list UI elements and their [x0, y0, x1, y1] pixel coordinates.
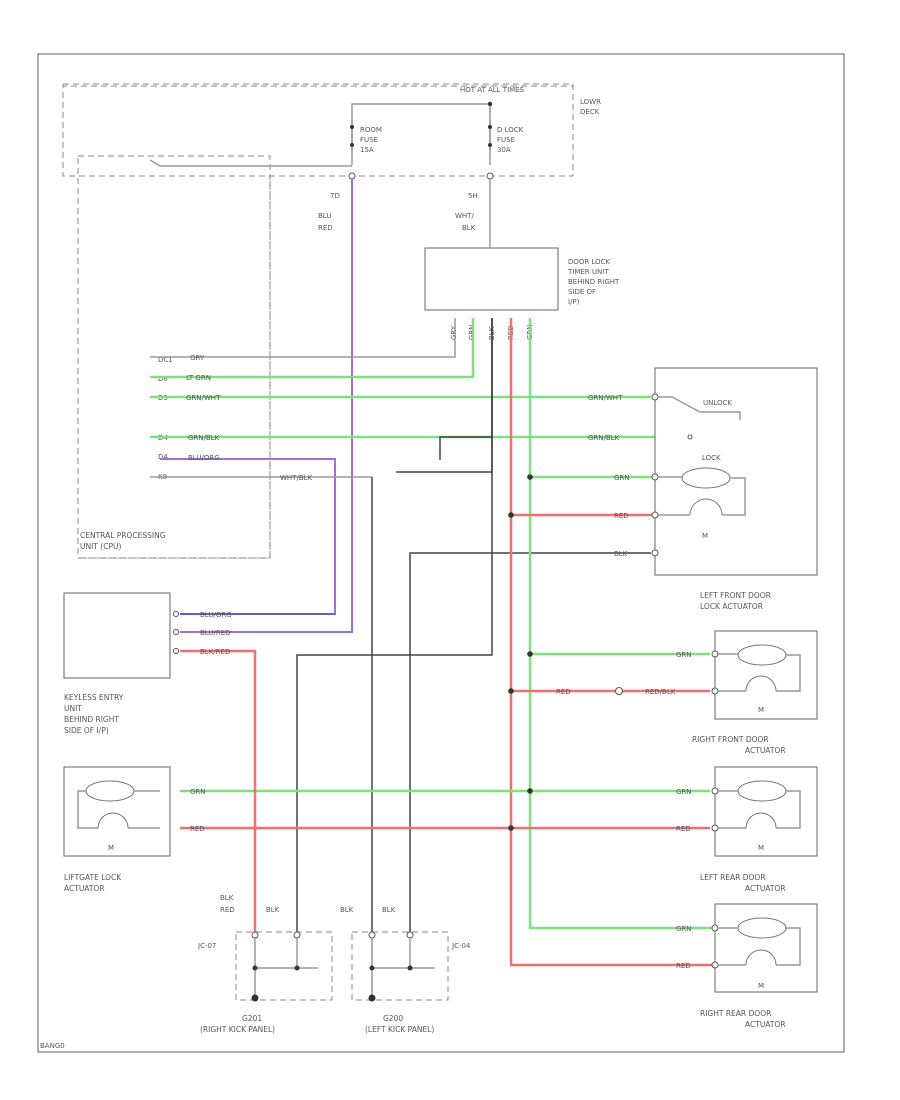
ke-wire-3: BLK/RED: [200, 648, 230, 656]
gr-wire-3: BLK: [266, 906, 280, 914]
fuse-box-title: HOT AT ALL TIMES: [460, 86, 525, 94]
timer-label-2: TIMER UNIT: [567, 268, 609, 276]
dlock-wire-label-2: WHT/: [455, 212, 474, 220]
ke-wire-1: BLU/ORG: [200, 611, 232, 619]
ke-label-3: BEHIND RIGHT: [64, 715, 119, 724]
gl-jc: JC-04: [451, 942, 471, 950]
cpu-wire-extra: WHT/BLK: [280, 474, 313, 482]
fuse-box: HOT AT ALL TIMES LOWR DECK ROOM FUSE 15A…: [62, 83, 601, 559]
ke-label-2: UNIT: [64, 704, 82, 713]
timer-label-3: BEHIND RIGHT: [568, 278, 620, 286]
lf-wire-2: GRN/BLK: [588, 434, 620, 442]
footer-code: BANG0: [40, 1042, 65, 1050]
gl-wire-1: BLK: [340, 906, 354, 914]
rr-wire-grn: GRN: [676, 925, 692, 933]
rr-motor: M: [758, 982, 764, 990]
gl-wire-2: BLK: [382, 906, 396, 914]
room-fuse-label-2: FUSE: [360, 136, 378, 144]
rf-wire-redblk: RED/BLK: [645, 688, 676, 696]
gl-g: G200: [383, 1014, 403, 1023]
lf-wire-1: GRN/WHT: [588, 394, 623, 402]
dlock-fuse-label-2: FUSE: [497, 136, 515, 144]
keyless-entry-unit: BLU/ORG BLU/RED BLK/RED KEYLESS ENTRY UN…: [63, 592, 232, 735]
lf-lock-label: LOCK: [702, 454, 721, 462]
gr-wire-1: BLK: [220, 894, 234, 902]
gr-wire-2: RED: [220, 906, 235, 914]
cpu-wire-1: GRY: [190, 354, 205, 362]
timer-label-5: I/P): [568, 298, 580, 306]
fuse-box-side-2: DECK: [580, 108, 600, 116]
room-wire-label-2: BLU: [318, 212, 331, 220]
right-front-door-actuator: M GRN RED RED/BLK RIGHT FRONT DOOR ACTUA…: [556, 630, 818, 755]
rf-wire-grn: GRN: [676, 651, 692, 659]
lf-unlock-label: UNLOCK: [703, 399, 732, 407]
room-fuse-label-3: 15A: [360, 146, 374, 154]
timer-pin-1: GRY: [450, 325, 458, 340]
cpu-wire-5: BLU/ORG: [188, 454, 220, 462]
lr-label-2: ACTUATOR: [745, 884, 786, 893]
fuse-box-side-1: LOWR: [580, 98, 601, 106]
lr-wire-red: RED: [676, 825, 691, 833]
lr-label-1: LEFT REAR DOOR: [700, 873, 766, 882]
lr-motor: M: [758, 844, 764, 852]
gl-pos: (LEFT KICK PANEL): [365, 1025, 434, 1034]
lf-label-1: LEFT FRONT DOOR: [700, 591, 771, 600]
gr-g: G201: [242, 1014, 262, 1023]
rr-label-2: ACTUATOR: [745, 1020, 786, 1029]
ke-wire-2: BLU/RED: [200, 629, 231, 637]
right-rear-door-actuator: M GRN RED RIGHT REAR DOOR ACTUATOR: [676, 903, 818, 1029]
cpu-pin-5: D4: [158, 453, 168, 461]
left-front-door-actuator: UNLOCK LOCK M GRN/WHT GRN/BLK GRN RED BL…: [588, 367, 818, 611]
timer-label-4: SIDE OF: [568, 288, 596, 296]
cpu-pin-1: DC1: [158, 356, 173, 364]
lf-wire-5: BLK: [614, 550, 628, 558]
rf-label-1: RIGHT FRONT DOOR: [692, 735, 769, 744]
lg-motor: M: [108, 844, 114, 852]
rf-motor: M: [758, 706, 764, 714]
lg-wire-grn: GRN: [190, 788, 206, 796]
room-wire-label-1: 7D: [330, 192, 340, 200]
lf-wire-4: RED: [614, 512, 629, 520]
dlock-wire-label-3: BLK: [462, 224, 476, 232]
lg-label-2: ACTUATOR: [64, 884, 105, 893]
cpu-pin-2: D8: [158, 375, 168, 383]
room-wire-label-3: RED: [318, 224, 333, 232]
lf-wire-3: GRN: [614, 474, 630, 482]
rr-wire-red: RED: [676, 962, 691, 970]
lg-label-1: LIFTGATE LOCK: [64, 873, 122, 882]
lg-wire-red: RED: [190, 825, 205, 833]
gr-pos: (RIGHT KICK PANEL): [200, 1025, 275, 1034]
dlock-fuse-label-3: 30A: [497, 146, 511, 154]
gr-jc: JC-07: [197, 942, 216, 950]
lr-wire-grn: GRN: [676, 788, 692, 796]
rf-wire-red: RED: [556, 688, 571, 696]
cpu-wire-3: GRN/WHT: [186, 394, 221, 402]
liftgate-lock-actuator: M GRN RED LIFTGATE LOCK ACTUATOR: [63, 766, 206, 893]
cpu-wire-4: GRN/BLK: [188, 434, 220, 442]
diagram-border: [37, 53, 845, 1053]
rr-label-1: RIGHT REAR DOOR: [700, 1009, 771, 1018]
timer-label-1: DOOR LOCK: [568, 258, 611, 266]
ground-junction-right: BLK RED BLK JC-07 G201 (RIGHT KICK PANEL…: [197, 894, 333, 1034]
rf-label-2: ACTUATOR: [745, 746, 786, 755]
cpu-wire-2: LT GRN: [186, 374, 211, 382]
left-rear-door-actuator: M GRN RED LEFT REAR DOOR ACTUATOR: [676, 766, 818, 893]
ke-label-4: SIDE OF I/P): [64, 726, 109, 735]
ke-label-1: KEYLESS ENTRY: [64, 693, 124, 702]
dlock-wire-label-1: 5H: [468, 192, 478, 200]
ground-junction-left: BLK BLK JC-04 G200 (LEFT KICK PANEL): [340, 906, 471, 1034]
lf-motor: M: [702, 532, 708, 540]
room-fuse-label-1: ROOM: [360, 126, 382, 134]
dlock-fuse-label-1: D LOCK: [497, 126, 524, 134]
cpu-label-1: CENTRAL PROCESSING: [80, 531, 166, 540]
lf-label-2: LOCK ACTUATOR: [700, 602, 763, 611]
cpu-label-2: UNIT (CPU): [80, 542, 121, 551]
door-lock-timer-unit: DOOR LOCK TIMER UNIT BEHIND RIGHT SIDE O…: [424, 247, 620, 340]
